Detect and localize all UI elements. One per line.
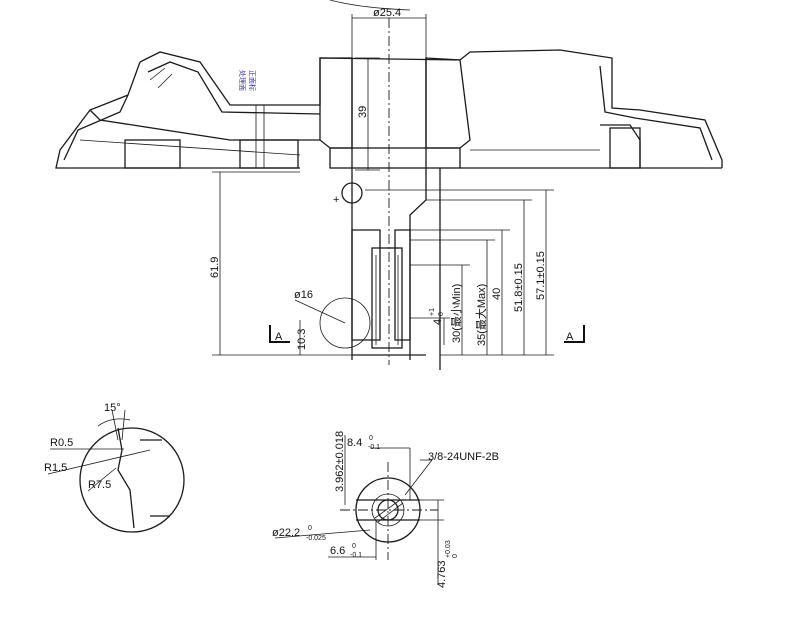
dim-40: 40 bbox=[491, 288, 503, 300]
shaft-cross-section bbox=[274, 435, 444, 585]
dim-3-962: 3.962±0.018 bbox=[334, 431, 346, 492]
dim-57-1: 57.1±0.15 bbox=[535, 251, 547, 300]
dim-4-tol-lo: 0 bbox=[438, 312, 445, 316]
svg-text:+: + bbox=[333, 194, 339, 206]
dim-thread: 3/8-24UNF-2B bbox=[428, 451, 499, 463]
dim-6-6: 6.6 bbox=[330, 545, 345, 557]
detail-view bbox=[47, 409, 185, 533]
dim-8-4-tol-up: 0 bbox=[369, 435, 373, 442]
dim-6-6-tol-lo: -0.1 bbox=[350, 552, 362, 559]
dim-dia-22-2: ø22.2 bbox=[272, 527, 300, 539]
dim-8-4-tol-lo: -0.1 bbox=[368, 444, 380, 451]
dim-dia-25-4: ø25.4 bbox=[373, 7, 401, 19]
detail-r7-5: R7.5 bbox=[88, 479, 111, 491]
dim-4-763-tol-up: +0.03 bbox=[445, 540, 452, 558]
dim-4: 4 bbox=[432, 319, 444, 325]
vertical-note-1: 正面标 bbox=[248, 70, 257, 91]
main-section-view: + bbox=[55, 0, 723, 370]
dim-4-763-tol-lo: 0 bbox=[452, 554, 459, 558]
vertical-note-2: 处理面 bbox=[238, 70, 247, 91]
dim-22-2-tol-lo: -0.025 bbox=[306, 535, 326, 542]
dim-61-9: 61.9 bbox=[209, 257, 221, 278]
dim-4-763: 4.763 bbox=[436, 560, 448, 588]
dim-22-2-tol-up: 0 bbox=[308, 525, 312, 532]
detail-angle: 15° bbox=[104, 402, 121, 414]
section-label-a-left: A bbox=[275, 331, 283, 343]
dim-30-min: 30(最小Min) bbox=[450, 284, 463, 343]
detail-r1-5: R1.5 bbox=[44, 462, 67, 474]
dim-8-4: 8.4 bbox=[347, 437, 362, 449]
dim-10-3: 10.3 bbox=[296, 329, 308, 350]
section-label-a-right: A bbox=[566, 331, 574, 343]
dim-35-max: 35(最大Max) bbox=[474, 284, 488, 346]
dim-6-6-tol-up: 0 bbox=[352, 543, 356, 550]
dim-4-tol-up: +1 bbox=[429, 308, 436, 316]
dim-dia-16: ø16 bbox=[294, 289, 313, 301]
dim-51-8: 51.8±0.15 bbox=[513, 263, 525, 312]
detail-r0-5: R0.5 bbox=[50, 437, 73, 449]
dim-39: 39 bbox=[357, 106, 369, 118]
